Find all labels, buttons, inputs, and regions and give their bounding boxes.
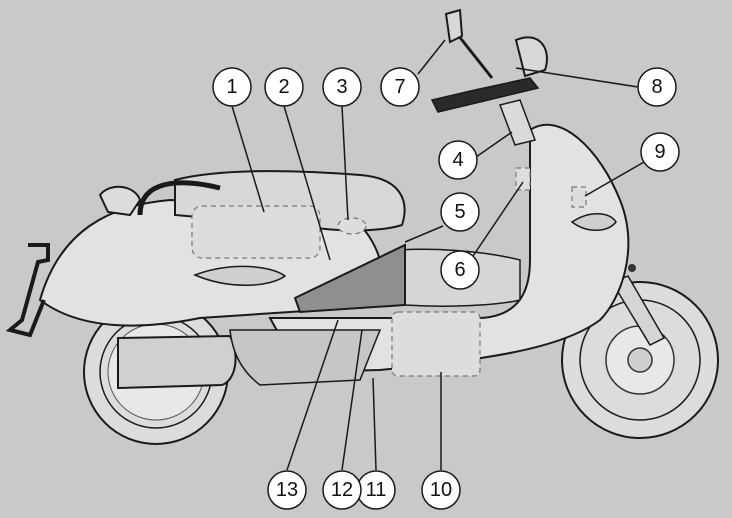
mirror	[444, 8, 464, 44]
callout-1-label: 1	[226, 76, 237, 98]
callout-5-label: 5	[454, 201, 465, 223]
callout-11: 11	[356, 470, 396, 510]
leader-4	[475, 131, 513, 158]
front-emblem	[628, 264, 636, 272]
callout-12: 12	[322, 470, 362, 510]
callout-11-label: 11	[366, 479, 387, 501]
callout-10: 10	[421, 470, 461, 510]
callout-9-label: 9	[654, 141, 665, 163]
callout-5: 5	[440, 192, 480, 232]
callout-10-label: 10	[430, 479, 452, 501]
leader-7	[417, 39, 446, 75]
hidden-components	[191, 167, 587, 377]
callout-7-label: 7	[394, 76, 405, 98]
rear-carrier	[5, 243, 50, 338]
callout-12-label: 12	[331, 479, 353, 501]
callout-6: 6	[440, 250, 480, 290]
leader-lines	[231, 39, 645, 471]
headlight	[514, 36, 548, 78]
leader-12	[341, 329, 363, 471]
leader-2	[283, 105, 331, 261]
callout-13: 13	[267, 470, 307, 510]
leader-3	[341, 105, 349, 221]
leader-11	[372, 377, 377, 471]
handlebar	[430, 77, 540, 113]
storage-compartment	[293, 243, 406, 314]
leader-6	[472, 181, 524, 257]
rear-light	[98, 185, 142, 217]
callout-4-label: 4	[452, 149, 463, 171]
callout-9: 9	[640, 132, 680, 172]
fuel-tank-outline	[191, 205, 321, 259]
callout-2-label: 2	[278, 76, 289, 98]
callout-2: 2	[264, 67, 304, 107]
front-label-outline	[571, 186, 587, 208]
callout-3-label: 3	[336, 76, 347, 98]
vin-outline	[515, 167, 531, 191]
side-badge	[192, 265, 287, 286]
grab-rail	[137, 180, 221, 216]
leader-5	[404, 225, 444, 243]
exhaust	[117, 334, 237, 390]
callout-4: 4	[438, 140, 478, 180]
leader-9	[584, 161, 645, 197]
steering-column	[499, 99, 536, 146]
fuel-cap-outline	[337, 217, 367, 235]
callout-6-label: 6	[454, 259, 465, 281]
callout-7: 7	[380, 67, 420, 107]
leader-1	[231, 105, 265, 213]
callout-8: 8	[637, 67, 677, 107]
callout-8-label: 8	[651, 76, 662, 98]
callout-1: 1	[212, 67, 252, 107]
leader-8	[515, 67, 639, 88]
engine	[229, 329, 382, 386]
floorboard	[268, 123, 630, 374]
leader-13	[286, 319, 339, 471]
front-badge	[570, 213, 617, 231]
callout-13-label: 13	[276, 479, 298, 501]
battery-outline	[391, 311, 481, 377]
mirror-stem	[456, 34, 494, 79]
callout-3: 3	[322, 67, 362, 107]
